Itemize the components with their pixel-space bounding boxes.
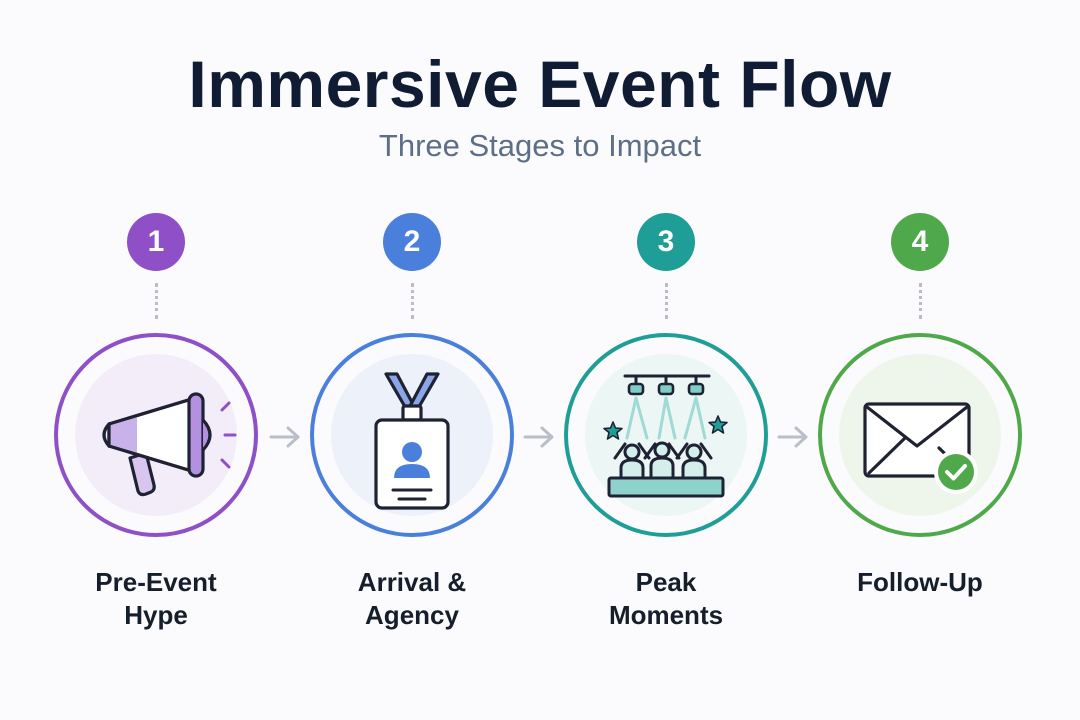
stage-ring [310, 333, 514, 537]
stage-label: Peak Moments [608, 567, 724, 630]
dotted-connector [665, 283, 668, 319]
page-subtitle: Three Stages to Impact [378, 128, 702, 163]
stage-label: Follow-Up [857, 567, 983, 597]
stage-4: 4 Follow-Up [810, 0, 1030, 720]
stage-2: 2 Arrival & Agency [302, 0, 522, 720]
step-badge-4: 4 [891, 213, 949, 271]
step-badge-1: 1 [127, 213, 185, 271]
id-badge-icon [374, 372, 450, 510]
step-badge-2: 2 [383, 213, 441, 271]
page-title: Immersive Event Flow [188, 47, 892, 121]
stage-ring [564, 333, 768, 537]
crowd-spotlight-icon [603, 374, 728, 498]
arrow-right-icon [777, 426, 808, 448]
arrow-right-icon [523, 426, 554, 448]
stage-3: 3 [556, 0, 776, 720]
stage-label: Arrival & Agency [357, 567, 467, 630]
arrow-right-icon [269, 426, 300, 448]
stage-label: Pre-Event Hype [95, 567, 217, 630]
dotted-connector [411, 283, 414, 319]
megaphone-icon [102, 392, 237, 497]
dotted-connector [155, 283, 158, 319]
stage-ring [818, 333, 1022, 537]
stage-1: 1 Pre-Event [46, 0, 266, 720]
dotted-connector [919, 283, 922, 319]
envelope-check-icon [863, 402, 978, 494]
stage-ring [54, 333, 258, 537]
step-badge-3: 3 [637, 213, 695, 271]
